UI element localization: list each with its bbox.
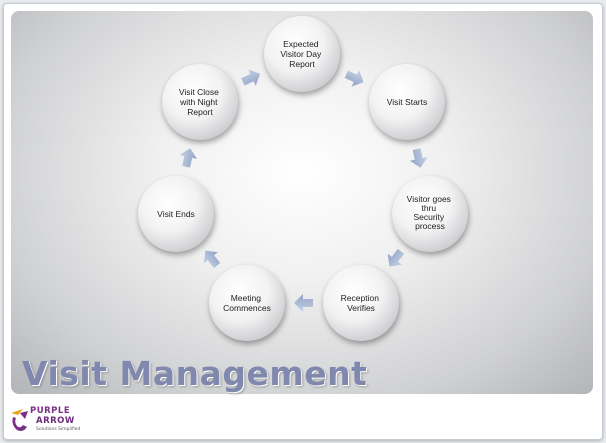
- chevron-arrow-icon: [387, 248, 405, 267]
- logo-text-line2: ARROW: [36, 416, 75, 426]
- cycle-node-reception-verifies: Reception Verifies: [323, 265, 399, 341]
- node-label: Meeting Commences: [223, 293, 271, 313]
- cycle-node-visit-starts: Visit Starts: [369, 64, 445, 140]
- logo-text-line1: PURPLE: [30, 406, 71, 416]
- company-logo: PURPLE ARROW Solutions Simplified: [9, 405, 99, 437]
- chevron-arrow-icon: [409, 148, 428, 168]
- node-circle: [369, 64, 445, 140]
- logo-tagline: Solutions Simplified: [36, 427, 81, 432]
- node-label: Reception Verifies: [341, 293, 382, 313]
- chevron-arrow-icon: [179, 148, 198, 168]
- cycle-node-visit-close-with-night-report: Visit Close with Night Report: [162, 64, 238, 140]
- chevron-arrow-icon: [203, 250, 221, 269]
- chevron-arrow-icon: [344, 70, 364, 87]
- node-label: Visit Close with Night Report: [179, 87, 221, 117]
- cycle-node-visitor-goes-thru-security-process: Visitor goes thru Security process: [392, 176, 468, 252]
- chevron-arrow-icon: [294, 294, 313, 312]
- slide-title: Visit Management: [22, 354, 368, 393]
- node-circle: [209, 265, 285, 341]
- cycle-node-expected-visitor-day-report: Expected Visitor Day Report: [264, 16, 340, 92]
- cycle-node-visit-ends: Visit Ends: [138, 176, 214, 252]
- node-circle: [392, 176, 468, 252]
- node-circle: [138, 176, 214, 252]
- node-label: Visit Starts: [387, 97, 427, 107]
- node-circle: [323, 265, 399, 341]
- node-label: Visitor goes thru Security process: [407, 194, 454, 231]
- node-circle: [264, 16, 340, 92]
- node-label: Expected Visitor Day Report: [280, 39, 323, 69]
- node-label: Visit Ends: [157, 209, 195, 219]
- node-circle: [162, 64, 238, 140]
- purple-arrow-logo-icon: [11, 409, 28, 431]
- cycle-node-meeting-commences: Meeting Commences: [209, 265, 285, 341]
- chevron-arrow-icon: [241, 69, 261, 86]
